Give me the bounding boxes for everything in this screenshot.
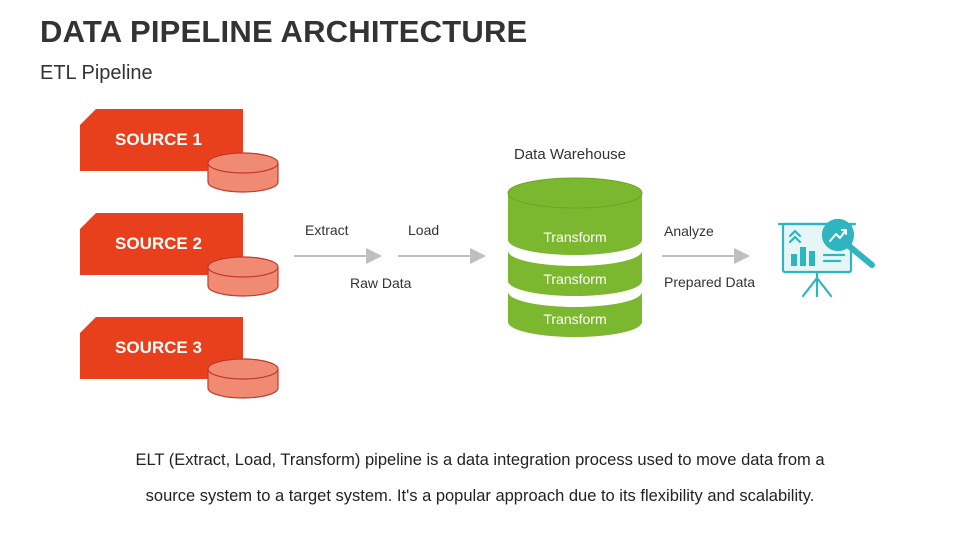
transform-layer-3-label: Transform (543, 311, 607, 327)
source-2-label: SOURCE 2 (115, 234, 202, 253)
description-line-2: source system to a target system. It's a… (145, 487, 815, 505)
load-label: Load (408, 222, 440, 238)
source-1-database-icon (207, 152, 279, 193)
presentation-board-analytics-icon (777, 218, 875, 298)
data-warehouse-database-icon (507, 177, 643, 337)
transform-layer-2-label: Transform (543, 271, 607, 287)
raw-data-label: Raw Data (350, 275, 412, 291)
source-1-label: SOURCE 1 (115, 130, 202, 149)
source-3-label: SOURCE 3 (115, 338, 202, 357)
prepared-data-label: Prepared Data (664, 274, 756, 290)
analyze-label: Analyze (664, 223, 714, 239)
extract-label: Extract (305, 222, 349, 238)
data-warehouse-title: Data Warehouse (514, 146, 627, 163)
page-subtitle: ETL Pipeline (40, 62, 153, 84)
description-line-1: ELT (Extract, Load, Transform) pipeline … (135, 451, 825, 469)
source-2-database-icon (207, 256, 279, 297)
source-3-database-icon (207, 358, 279, 399)
source-1-label-box: SOURCE 1 (80, 109, 243, 171)
description-text: ELT (Extract, Load, Transform) pipeline … (60, 442, 900, 514)
transform-layer-1-label: Transform (543, 229, 607, 245)
page-title: DATA PIPELINE ARCHITECTURE (40, 14, 528, 49)
